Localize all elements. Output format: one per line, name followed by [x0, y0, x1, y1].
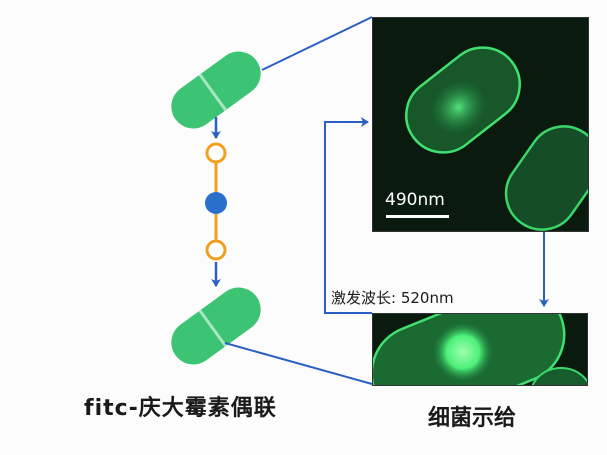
top-bacterium-icon [171, 51, 261, 129]
conjugate-title: fitc-庆大霉素偶联 [84, 396, 277, 421]
micrograph-top: 490nm [372, 17, 589, 232]
bacteria-fluorescence-closeup [373, 314, 587, 385]
scale-bar [386, 215, 449, 218]
zoom-line-top [261, 16, 373, 71]
bacteria-title: 细菌示给 [428, 406, 517, 431]
fitc-gentamicin-linker [205, 142, 227, 261]
excitation-arrow [324, 117, 372, 314]
open-ring-node-bottom [205, 239, 227, 261]
micrograph-bottom [372, 313, 588, 386]
zoom-line-bottom [224, 342, 373, 385]
bottom-bacterium-icon [171, 287, 261, 365]
excitation-wavelength-label: 激发波长: 520nm [331, 289, 454, 307]
bacteria-fluorescence-image [405, 46, 588, 231]
scale-bar-label: 490nm [385, 190, 445, 210]
filled-node-center [205, 192, 227, 214]
open-ring-node-top [205, 142, 227, 164]
